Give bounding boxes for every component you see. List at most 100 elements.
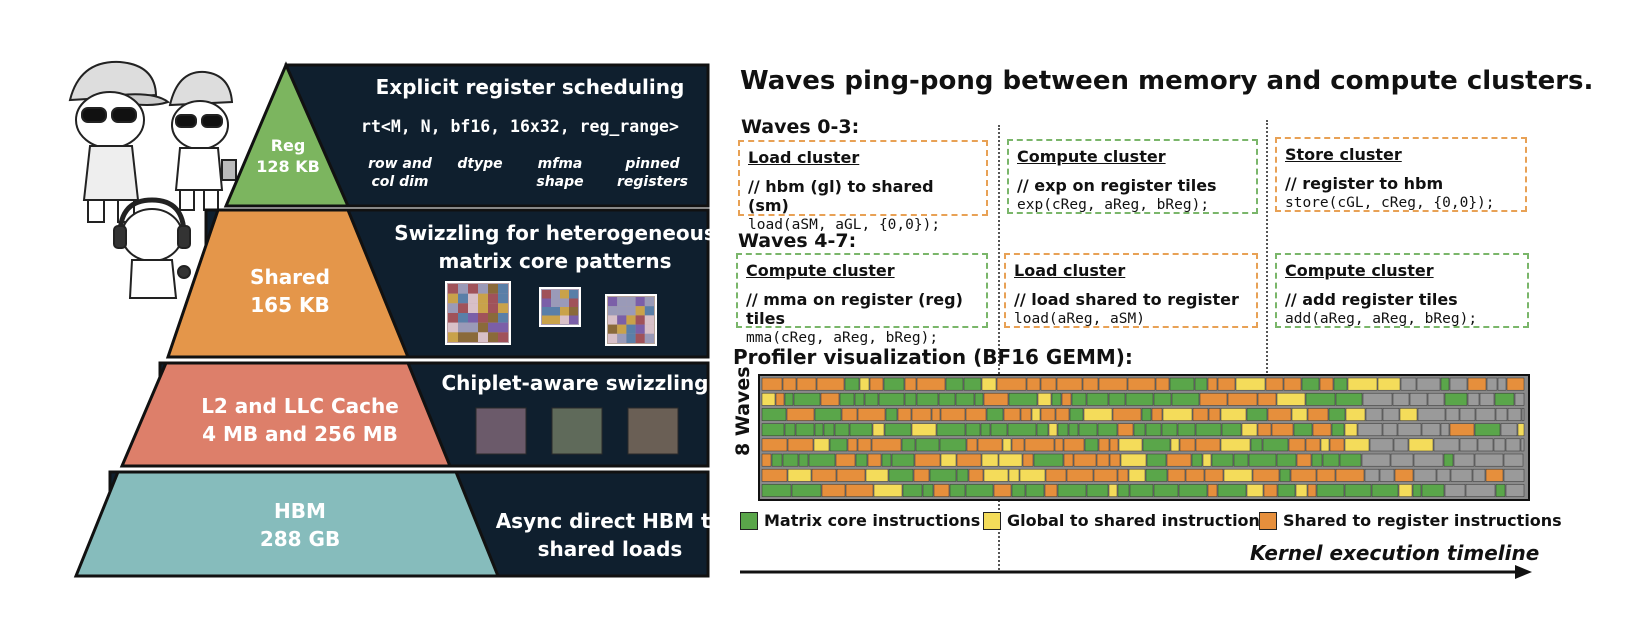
trace-segment bbox=[993, 484, 1012, 497]
trace-segment bbox=[1120, 453, 1147, 467]
hbm-title-line1: Async direct HBM to bbox=[495, 509, 725, 533]
trace-segment bbox=[1279, 468, 1291, 482]
shared-tier-label: Shared 165 KB bbox=[190, 263, 390, 319]
trace-segment bbox=[1505, 484, 1525, 497]
trace-segment bbox=[1199, 392, 1228, 406]
trace-segment bbox=[854, 392, 865, 406]
g1-load-cluster-box: Load cluster // hbm (gl) to shared (sm) … bbox=[738, 140, 988, 233]
trace-segment bbox=[839, 392, 855, 406]
trace-segment bbox=[1493, 438, 1506, 452]
swizzle-cell bbox=[448, 293, 458, 304]
trace-segment bbox=[1195, 423, 1222, 437]
legend-label: Shared to register instructions bbox=[1283, 511, 1562, 530]
trace-segment bbox=[956, 468, 969, 482]
trace-segment bbox=[1361, 453, 1391, 467]
box-title: Compute cluster bbox=[746, 261, 895, 280]
swizzle-cell bbox=[569, 315, 578, 324]
swizzle-cell bbox=[458, 313, 468, 323]
trace-segment bbox=[956, 453, 982, 467]
trace-segment bbox=[761, 377, 783, 391]
trace-segment bbox=[1185, 468, 1205, 482]
swizzle-cell bbox=[488, 303, 498, 313]
swizzle-cell bbox=[635, 306, 645, 316]
trace-segment bbox=[857, 438, 872, 452]
trace-segment bbox=[1444, 484, 1466, 497]
trace-segment bbox=[1335, 392, 1363, 406]
swizzle-cell bbox=[468, 332, 478, 342]
swizzle-cell bbox=[468, 313, 478, 323]
trace-segment bbox=[1056, 377, 1083, 391]
trace-segment bbox=[933, 484, 950, 497]
trace-segment bbox=[1063, 453, 1074, 467]
box-code: load(aReg, aSM) bbox=[1014, 311, 1145, 327]
trace-segment bbox=[922, 484, 934, 497]
trace-segment bbox=[1073, 453, 1097, 467]
trace-segment bbox=[1022, 453, 1034, 467]
box-code: exp(cReg, aReg, bReg); bbox=[1017, 197, 1210, 213]
trace-segment bbox=[986, 408, 1004, 421]
trace-segment bbox=[963, 377, 982, 391]
trace-segment bbox=[1011, 484, 1026, 497]
trace-segment bbox=[1127, 377, 1156, 391]
trace-segment bbox=[1037, 392, 1052, 406]
box-comment: // add register tiles bbox=[1285, 290, 1458, 309]
trace-segment bbox=[914, 453, 941, 467]
trace-segment bbox=[811, 468, 837, 482]
swizzle-cell bbox=[608, 315, 618, 325]
trace-segment bbox=[965, 484, 994, 497]
swizzle-cell bbox=[626, 306, 636, 316]
trace-segment bbox=[936, 423, 966, 437]
g2-compute-cluster-box: Compute cluster // mma on register (reg)… bbox=[736, 253, 988, 346]
box-comment: // load shared to register bbox=[1014, 290, 1239, 309]
trace-segment bbox=[888, 468, 914, 482]
swizzle-cell bbox=[635, 324, 645, 334]
trace-segment bbox=[820, 392, 840, 406]
trace-segment bbox=[1322, 453, 1340, 467]
trace-segment bbox=[1246, 408, 1268, 421]
divider-2 bbox=[1266, 120, 1268, 380]
l2-size: 4 MB and 256 MB bbox=[202, 422, 398, 446]
swizzle-cell bbox=[569, 307, 578, 316]
trace-segment bbox=[1117, 484, 1130, 497]
box-title: Compute cluster bbox=[1017, 147, 1166, 166]
trace-segment bbox=[795, 423, 815, 437]
waves-group1-label: Waves 0-3: bbox=[741, 116, 860, 138]
swizzle-cell bbox=[448, 303, 458, 313]
trace-segment bbox=[1055, 408, 1070, 421]
trace-segment bbox=[1276, 392, 1306, 406]
divider-1 bbox=[998, 125, 1000, 570]
trace-segment bbox=[1433, 438, 1460, 452]
l2-tier bbox=[119, 361, 453, 468]
trace-segment bbox=[968, 468, 984, 482]
trace-segment bbox=[834, 423, 850, 437]
trace-segment bbox=[911, 408, 932, 421]
trace-segment bbox=[1141, 408, 1152, 421]
trace-segment bbox=[849, 423, 873, 437]
shared-tier bbox=[165, 208, 411, 359]
trace-segment bbox=[1036, 423, 1049, 437]
trace-segment bbox=[1235, 377, 1266, 391]
swizzle-cell bbox=[448, 322, 458, 333]
trace-segment bbox=[873, 484, 903, 497]
trace-segment bbox=[1057, 484, 1087, 497]
trace-segment bbox=[1443, 453, 1454, 467]
trace-segment bbox=[1217, 377, 1236, 391]
legend-swatch-green bbox=[740, 511, 758, 530]
trace-segment bbox=[1161, 423, 1178, 437]
trace-segment bbox=[864, 392, 879, 406]
swizzle-cell bbox=[542, 315, 551, 324]
trace-segment bbox=[1233, 453, 1249, 467]
trace-segment bbox=[1507, 408, 1522, 421]
trace-segment bbox=[1082, 377, 1099, 391]
swizzle-cell bbox=[488, 293, 498, 304]
swizzle-cell bbox=[478, 284, 488, 294]
trace-segment bbox=[1217, 484, 1247, 497]
trace-segment bbox=[761, 438, 788, 452]
trace-segment bbox=[1057, 423, 1069, 437]
trace-segment bbox=[1195, 438, 1221, 452]
trace-segment bbox=[1026, 377, 1041, 391]
trace-segment bbox=[1048, 423, 1058, 437]
